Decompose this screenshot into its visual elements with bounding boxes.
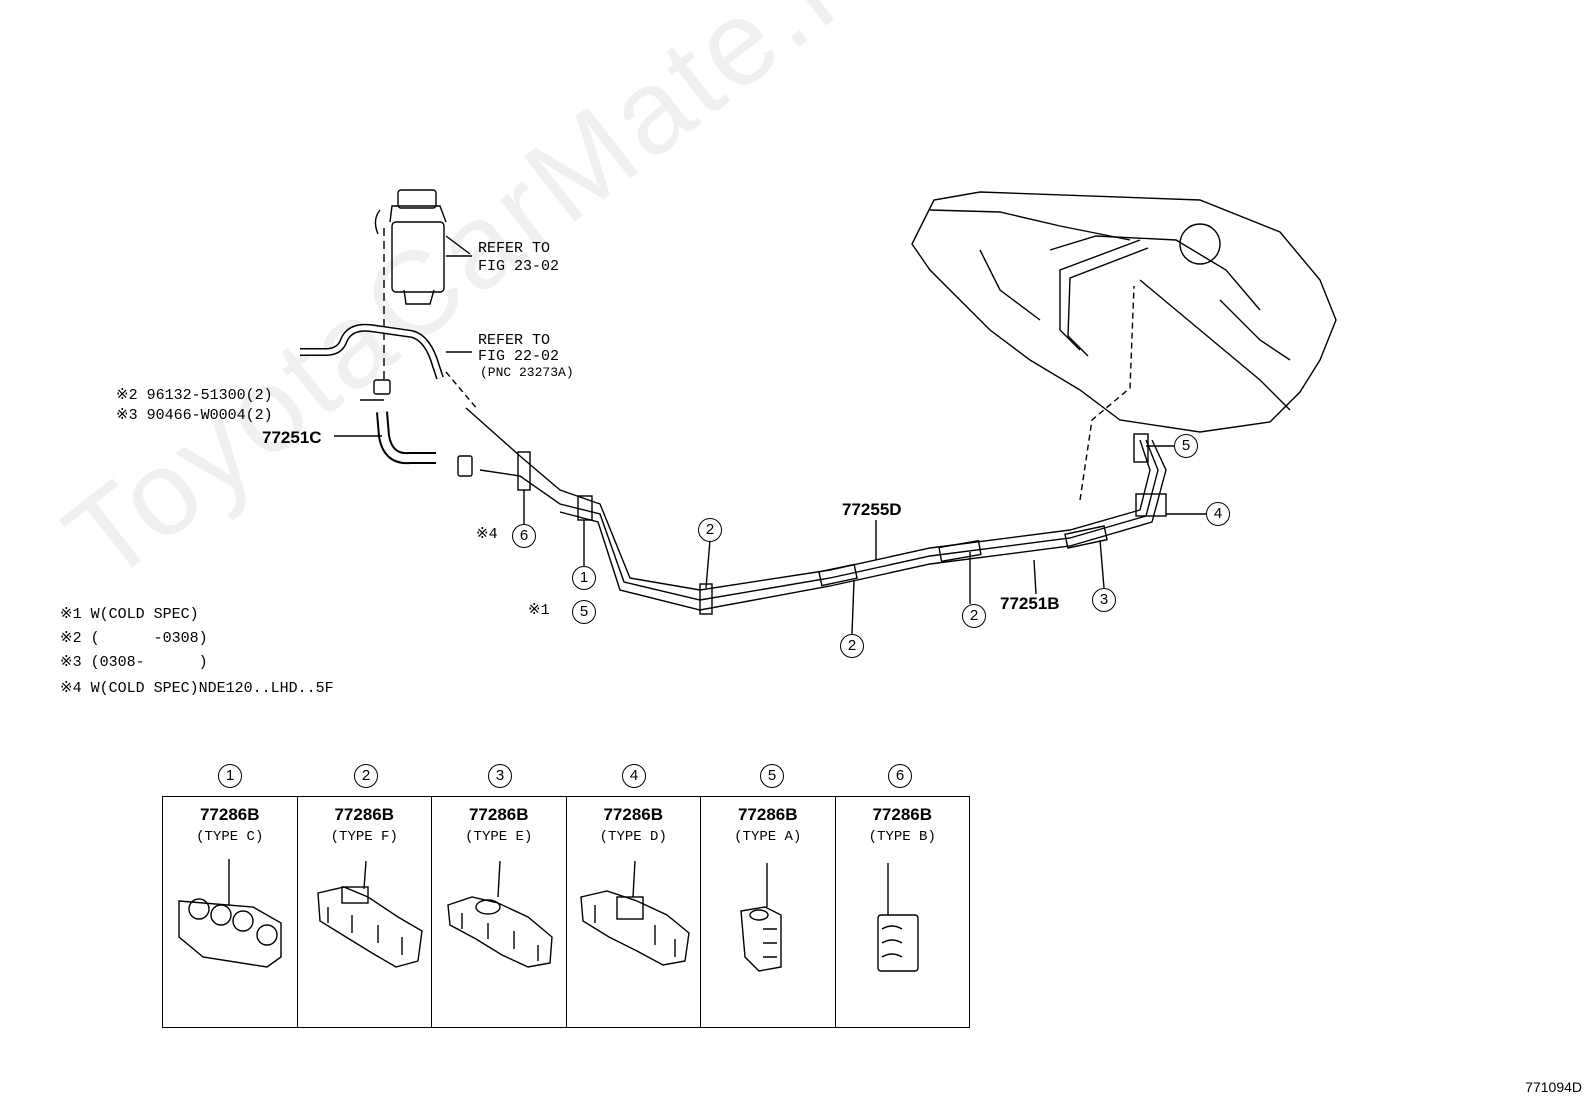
clamp-type-d-drawing xyxy=(579,860,690,966)
callout-1: 1 xyxy=(572,566,596,590)
clip-part-2-mark: ※3 xyxy=(116,407,138,424)
clamp-4-part: 77286B xyxy=(603,805,664,824)
clamp-type-e-drawing xyxy=(447,860,553,968)
callout-2-b: 2 xyxy=(840,634,864,658)
note-2-mark: ※2 xyxy=(60,630,82,647)
note-2: ※2 ( -0308) xyxy=(60,628,208,647)
clamp-6-type: (TYPE B) xyxy=(868,829,936,845)
clip-part-1-mark: ※2 xyxy=(116,387,138,404)
note-4-mark: ※4 xyxy=(60,680,82,697)
part-tube-second-label: 77251B xyxy=(1000,594,1060,613)
clamp-header-2: 2 xyxy=(354,764,378,788)
clamp-cell-3: 77286B (TYPE E) xyxy=(432,797,567,1027)
fuel-filter-drawing xyxy=(374,189,471,305)
refer-hose-line2: FIG 22-02 xyxy=(478,348,560,365)
clamp-cell-2: 77286B (TYPE F) xyxy=(298,797,432,1027)
clamp-header-5: 5 xyxy=(760,764,784,788)
clamp-3-part: 77286B xyxy=(468,805,529,824)
note-1-text: W(COLD SPEC) xyxy=(90,606,199,623)
part-hose-label: 77251C xyxy=(262,428,322,447)
figure-code: 771094D xyxy=(1525,1079,1582,1095)
callout-5-lower: 5 xyxy=(572,600,596,624)
clamp-cell-4: 77286B (TYPE D) xyxy=(567,797,701,1027)
callout-4: 4 xyxy=(1206,502,1230,526)
note-4-text: W(COLD SPEC)NDE120..LHD..5F xyxy=(90,680,334,697)
clamp-2-type: (TYPE F) xyxy=(330,829,398,845)
clamp-3-type: (TYPE E) xyxy=(465,829,533,845)
clamp-2-part: 77286B xyxy=(334,805,395,824)
note-1: ※1 W(COLD SPEC) xyxy=(60,604,199,623)
clamp-header-3: 3 xyxy=(488,764,512,788)
note-2-text: ( -0308) xyxy=(90,630,208,647)
clip-part-2-text: 90466-W0004(2) xyxy=(146,407,273,424)
callout-mark-4: ※4 xyxy=(476,526,498,543)
note-3: ※3 (0308- ) xyxy=(60,652,208,671)
clamp-type-b-drawing xyxy=(876,863,919,972)
clamp-type-f-drawing xyxy=(316,860,423,968)
callout-3: 3 xyxy=(1092,588,1116,612)
clip-part-2: ※3 90466-W0004(2) xyxy=(98,390,273,424)
note-3-mark: ※3 xyxy=(60,654,82,671)
clamp-6-part: 77286B xyxy=(872,805,933,824)
note-3-text: (0308- ) xyxy=(90,654,208,671)
clip-part-1-text: 96132-51300(2) xyxy=(146,387,273,404)
clamp-cell-5: 77286B (TYPE A) xyxy=(701,797,836,1027)
clamp-cell-1: 77286B (TYPE C) xyxy=(163,797,298,1027)
callout-mark-1: ※1 xyxy=(528,602,550,619)
clamp-cell-6: 77286B (TYPE B) xyxy=(836,797,970,1027)
clamp-table: 77286B (TYPE C) 77286B (TYPE F) 77286B (… xyxy=(162,796,970,1028)
refer-hose-line1: REFER TO xyxy=(478,332,551,349)
clamp-header-4: 4 xyxy=(622,764,646,788)
note-4: ※4 W(COLD SPEC)NDE120..LHD..5F xyxy=(60,678,334,697)
fuel-tank-drawing xyxy=(911,191,1337,433)
refer-hose-line3: (PNC 23273A) xyxy=(480,365,574,380)
clamp-4-type: (TYPE D) xyxy=(599,829,667,845)
clamp-1-part: 77286B xyxy=(199,805,260,824)
clamp-header-1: 1 xyxy=(218,764,242,788)
clip-part-1: ※2 96132-51300(2) xyxy=(98,370,273,404)
clamp-header-6: 6 xyxy=(888,764,912,788)
note-1-mark: ※1 xyxy=(60,606,82,623)
clamp-type-a-drawing xyxy=(740,863,782,972)
callout-6: 6 xyxy=(512,524,536,548)
refer-filter-line1: REFER TO xyxy=(478,240,551,257)
clamp-5-type: (TYPE A) xyxy=(734,829,802,845)
callout-5-upper: 5 xyxy=(1174,434,1198,458)
clamp-type-c-drawing xyxy=(178,859,282,968)
callout-2-c: 2 xyxy=(962,604,986,628)
clamp-1-type: (TYPE C) xyxy=(196,829,264,845)
callout-2-a: 2 xyxy=(698,518,722,542)
refer-filter-line2: FIG 23-02 xyxy=(478,258,560,275)
clamp-5-part: 77286B xyxy=(737,805,798,824)
part-tube-main-label: 77255D xyxy=(842,500,902,519)
